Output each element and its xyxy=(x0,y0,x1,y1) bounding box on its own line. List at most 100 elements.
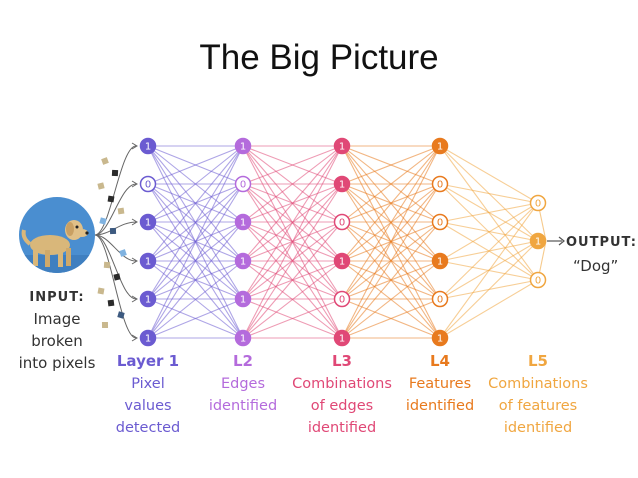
neuron-node: 0 xyxy=(529,194,547,212)
neuron-circle xyxy=(529,194,547,212)
connection-line xyxy=(242,145,343,339)
layer-name: L5 xyxy=(528,352,548,370)
pixel-square-icon xyxy=(97,182,105,190)
neuron-node: 1 xyxy=(431,137,449,155)
neuron-node: 1 xyxy=(333,329,351,347)
neuron-node: 0 xyxy=(333,290,351,308)
neuron-node: 1 xyxy=(529,232,547,250)
neuron-circle xyxy=(333,213,351,231)
connection-line xyxy=(439,240,539,339)
dog-photo-icon xyxy=(19,197,95,273)
neuron-value: 0 xyxy=(339,295,345,306)
layer-name: L3 xyxy=(332,352,352,370)
neuron-node: 0 xyxy=(139,175,157,193)
neuron-circle xyxy=(234,213,252,231)
neuron-node: 1 xyxy=(333,252,351,270)
neuron-node: 1 xyxy=(234,329,252,347)
pixel-square-icon xyxy=(99,217,107,225)
neuron-value: 1 xyxy=(339,334,345,345)
neuron-value: 1 xyxy=(145,257,151,268)
layer-description: of features xyxy=(499,398,578,414)
connection-line xyxy=(242,183,343,339)
layer-name: L4 xyxy=(430,352,450,370)
connection-line xyxy=(147,145,244,262)
neuron-node: 0 xyxy=(333,213,351,231)
connection-line xyxy=(242,145,343,262)
arrow-head-icon xyxy=(131,180,138,188)
neuron-node: 1 xyxy=(431,252,449,270)
connection-line xyxy=(242,221,343,339)
neuron-node: 1 xyxy=(234,252,252,270)
neuron-value: 1 xyxy=(339,257,345,268)
pixel-square-icon xyxy=(103,261,111,269)
arrow-head-icon xyxy=(131,334,138,342)
input-arrow xyxy=(94,234,137,300)
neuron-value: 1 xyxy=(437,257,443,268)
layer-description: identified xyxy=(504,420,572,436)
output-value: “Dog” xyxy=(573,257,618,275)
connection-line xyxy=(147,145,244,185)
neuron-circle xyxy=(139,290,157,308)
layer-description: Combinations xyxy=(488,376,588,392)
neuron-value: 1 xyxy=(339,142,345,153)
input-arrow xyxy=(94,145,137,236)
pixel-square-icon xyxy=(101,157,109,165)
input-arrow xyxy=(94,234,137,339)
neuron-value: 1 xyxy=(240,142,246,153)
pixel-square-icon xyxy=(97,287,105,295)
layer-labels: Layer 1PixelvaluesdetectedL2Edgesidentif… xyxy=(116,352,588,436)
neuron-node: 1 xyxy=(234,290,252,308)
neuron-circle xyxy=(234,252,252,270)
neuron-node: 1 xyxy=(333,137,351,155)
neuron-node: 0 xyxy=(529,271,547,289)
connection-line xyxy=(341,260,441,339)
neuron-circle xyxy=(333,329,351,347)
input-label: INPUT: Image broken into pixels xyxy=(19,290,96,372)
neuron-circle xyxy=(234,137,252,155)
neuron-node: 0 xyxy=(431,175,449,193)
connection-line xyxy=(439,202,539,223)
neuron-circle xyxy=(139,175,157,193)
layer-description: detected xyxy=(116,420,181,436)
connection-line xyxy=(147,145,244,300)
neuron-node: 0 xyxy=(234,175,252,193)
connection-line xyxy=(341,298,441,339)
connections xyxy=(147,145,547,339)
neuron-value: 0 xyxy=(437,218,443,229)
connection-line xyxy=(439,145,539,204)
connection-line xyxy=(242,145,343,185)
layer-description: identified xyxy=(308,420,376,436)
pixel-square-icon xyxy=(113,273,121,281)
neuron-node: 1 xyxy=(234,213,252,231)
pixel-squares xyxy=(97,157,127,329)
layer-description: values xyxy=(124,398,171,414)
connection-line xyxy=(341,145,441,300)
connection-line xyxy=(341,145,441,262)
pixel-square-icon xyxy=(107,299,115,307)
arrow-head-icon xyxy=(131,142,138,150)
neuron-circle xyxy=(529,271,547,289)
input-line: Image xyxy=(34,310,81,328)
layer-description: Combinations xyxy=(292,376,392,392)
arrow-right-icon xyxy=(558,236,565,246)
pixel-square-icon xyxy=(109,227,117,235)
neuron-node: 0 xyxy=(431,213,449,231)
arrow-head-icon xyxy=(131,295,138,303)
neuron-circle xyxy=(234,290,252,308)
neuron-node: 1 xyxy=(139,213,157,231)
neuron-value: 0 xyxy=(145,180,151,191)
connection-line xyxy=(341,145,441,185)
neuron-circle xyxy=(139,137,157,155)
pixel-square-icon xyxy=(101,321,109,329)
neuron-node: 1 xyxy=(139,290,157,308)
neuron-node: 1 xyxy=(431,329,449,347)
neuron-node: 1 xyxy=(333,175,351,193)
connection-line xyxy=(439,202,539,262)
input-heading: INPUT: xyxy=(29,290,84,305)
neuron-circle xyxy=(139,329,157,347)
connection-line xyxy=(147,221,244,339)
connection-line xyxy=(242,145,343,300)
layer-description: Features xyxy=(409,376,471,392)
